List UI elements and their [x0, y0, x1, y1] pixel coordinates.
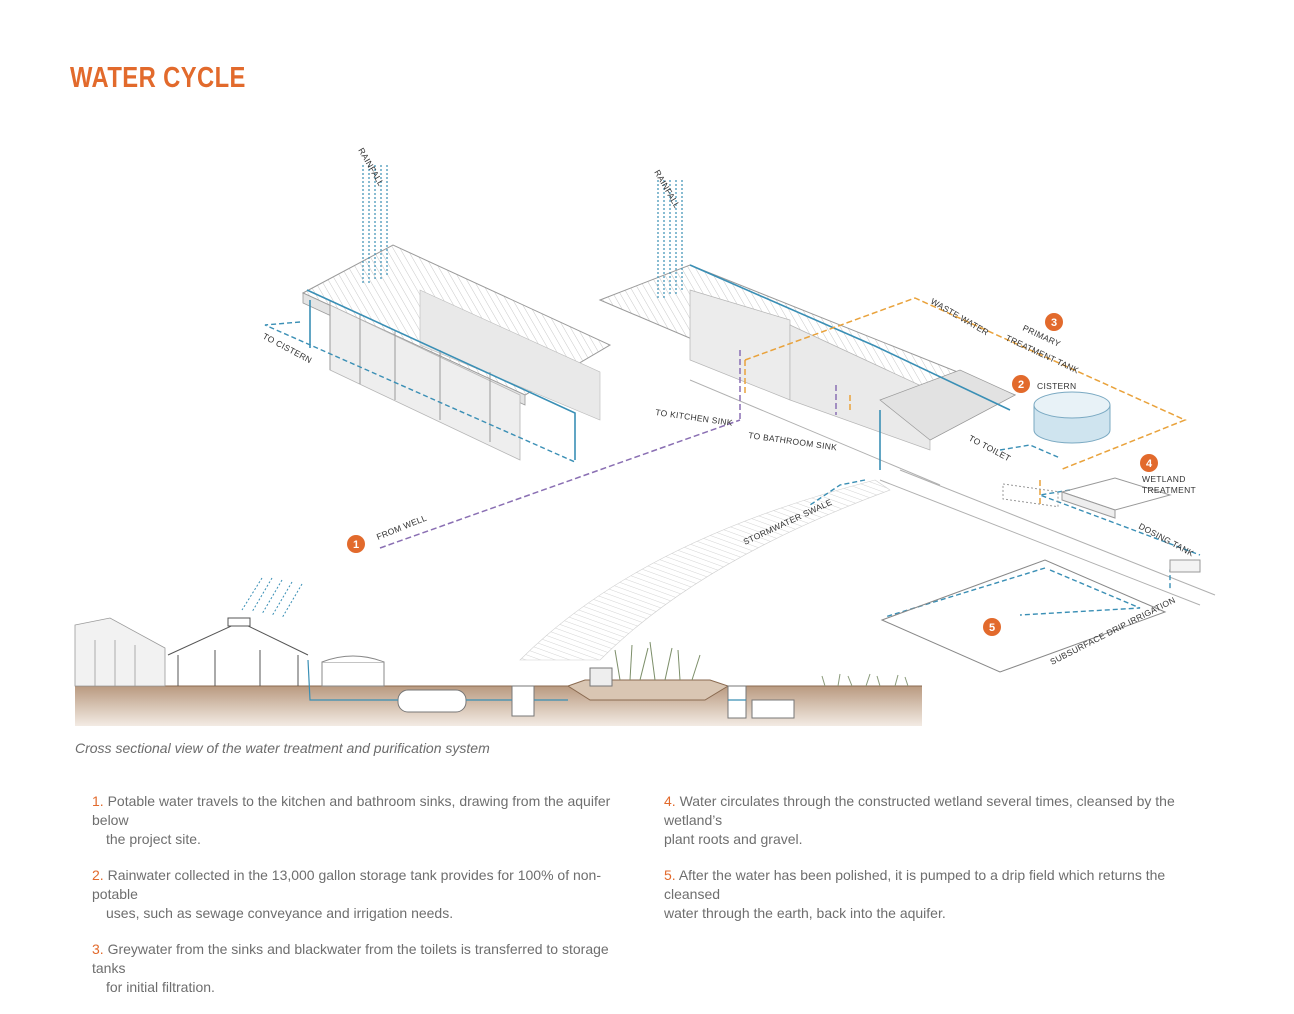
rainwater-pipes	[306, 264, 1011, 470]
stormwater-swale-shape	[519, 479, 891, 661]
marker-4: 4	[1140, 454, 1158, 472]
note-text: Rainwater collected in the 13,000 gallon…	[92, 867, 601, 902]
note-number: 1.	[92, 793, 104, 809]
section-barn-west	[74, 617, 166, 687]
note-text: Potable water travels to the kitchen and…	[92, 793, 611, 828]
page-title: WATER CYCLE	[70, 62, 246, 94]
label-wetland-treatment: TREATMENT	[1142, 485, 1196, 495]
label-to-toilet: TO TOILET	[967, 433, 1012, 464]
figure-caption: Cross sectional view of the water treatm…	[75, 740, 490, 756]
section-septic-tank	[397, 689, 467, 713]
label-rainfall-west: RAINFALL	[356, 146, 386, 188]
section-grass	[821, 673, 909, 687]
note-4: 4. Water circulates through the construc…	[664, 792, 1224, 849]
cistern-tank	[1033, 391, 1111, 444]
note-number: 4.	[664, 793, 676, 809]
soil-layer	[75, 686, 922, 726]
note-text-cont: for initial filtration.	[106, 979, 215, 995]
note-1: 1. Potable water travels to the kitchen …	[92, 792, 632, 849]
label-subsurface-drip: SUBSURFACE DRIP IRRIGATION	[1048, 595, 1177, 667]
note-text: Water circulates through the constructed…	[664, 793, 1175, 828]
section-dosing-box	[589, 667, 613, 687]
label-wetland: WETLAND	[1142, 474, 1186, 484]
note-3: 3. Greywater from the sinks and blackwat…	[92, 940, 632, 997]
svg-text:3: 3	[1051, 317, 1057, 329]
cross-section	[74, 577, 922, 726]
marker-5: 5	[983, 618, 1001, 636]
section-barn-east	[167, 617, 309, 686]
primary-treatment-tank	[1002, 483, 1059, 508]
section-drip-pump	[727, 685, 747, 719]
wetland-box	[1060, 477, 1172, 519]
label-to-cistern: TO CISTERN	[261, 331, 314, 365]
section-pipes	[307, 659, 746, 701]
label-dosing-tank: DOSING TANK	[1137, 521, 1196, 559]
dosing-tank	[1169, 559, 1201, 573]
waste-water-lines	[744, 297, 1187, 505]
rainfall-lines-east	[657, 180, 683, 300]
building-west	[301, 244, 612, 461]
note-2: 2. Rainwater collected in the 13,000 gal…	[92, 866, 632, 923]
note-text-cont: uses, such as sewage conveyance and irri…	[106, 905, 454, 921]
marker-3: 3	[1045, 313, 1063, 331]
marker-2: 2	[1012, 375, 1030, 393]
svg-text:2: 2	[1018, 379, 1024, 391]
well-water-line	[379, 350, 837, 549]
svg-text:1: 1	[353, 539, 359, 551]
marker-1: 1	[347, 535, 365, 553]
note-text: Greywater from the sinks and blackwater …	[92, 941, 609, 976]
label-to-bathroom-sink: TO BATHROOM SINK	[748, 430, 838, 452]
note-text: After the water has been polished, it is…	[664, 867, 1166, 902]
drip-irrigation-field	[880, 559, 1167, 673]
label-from-well: FROM WELL	[375, 513, 428, 542]
label-cistern: CISTERN	[1037, 381, 1076, 391]
section-wetland-plants	[614, 641, 701, 681]
note-5: 5. After the water has been polished, it…	[664, 866, 1224, 923]
section-drip-tank	[751, 699, 795, 719]
label-to-kitchen-sink: TO KITCHEN SINK	[655, 407, 734, 428]
label-waste-water: WASTE WATER	[929, 296, 991, 337]
svg-text:4: 4	[1146, 458, 1153, 470]
note-number: 2.	[92, 867, 104, 883]
label-rainfall-east: RAINFALL	[652, 168, 682, 210]
section-rain	[241, 577, 303, 619]
rainfall-lines-west	[362, 165, 388, 285]
section-pump-chamber	[511, 685, 535, 717]
note-text-cont: the project site.	[106, 831, 201, 847]
note-text-cont: plant roots and gravel.	[664, 831, 803, 847]
notes-column-left: 1. Potable water travels to the kitchen …	[92, 792, 632, 1014]
building-east	[598, 264, 1216, 606]
notes-column-right: 4. Water circulates through the construc…	[664, 792, 1224, 940]
note-text-cont: water through the earth, back into the a…	[664, 905, 946, 921]
note-number: 3.	[92, 941, 104, 957]
note-number: 5.	[664, 867, 676, 883]
section-cistern	[321, 655, 385, 687]
svg-text:5: 5	[989, 622, 995, 634]
